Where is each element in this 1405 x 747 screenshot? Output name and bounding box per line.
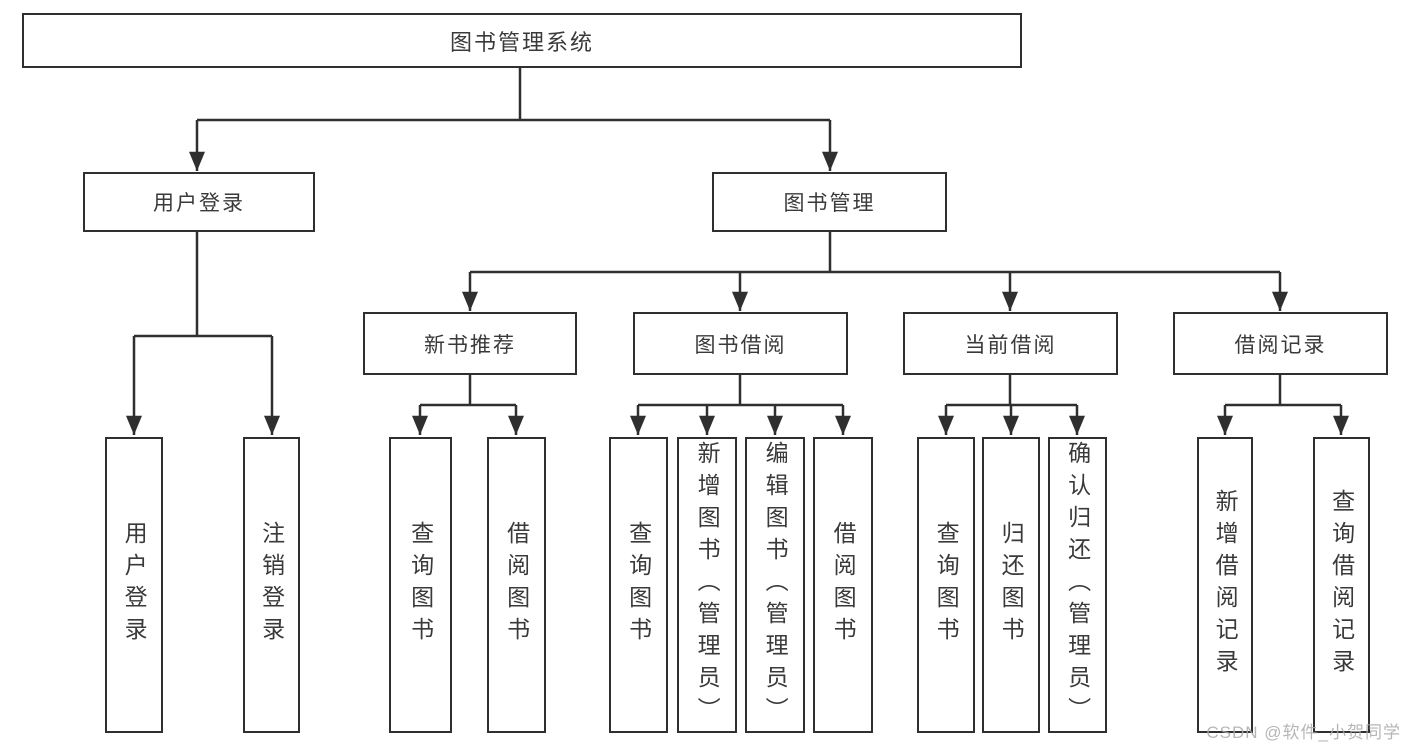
node-current-borrow: 当前借阅 [903,312,1118,375]
leaf-records-add: 新增借阅记录 [1197,437,1253,733]
leaf-borrow-query: 查询图书 [609,437,668,733]
leaf-newbooks-query-label: 查询图书 [407,521,434,649]
leaf-current-query: 查询图书 [917,437,975,733]
leaf-current-return-label: 归还图书 [998,521,1025,649]
leaf-logout-label: 注销登录 [258,521,285,649]
leaf-borrow-edit-book-label: 编辑图书（管理员） [762,441,789,729]
leaf-current-confirm-return-label: 确认归还（管理员） [1064,441,1091,729]
connector-skeleton [134,68,1341,407]
leaf-current-return: 归还图书 [982,437,1040,733]
leaf-user-login: 用户登录 [105,437,163,733]
node-book-mgmt: 图书管理 [712,172,947,232]
connector-arrows [125,120,1350,435]
node-user-login-label: 用户登录 [153,192,245,215]
csdn-watermark: CSDN @软件_小贺同学 [1206,723,1401,742]
node-root: 图书管理系统 [22,13,1022,68]
node-new-books: 新书推荐 [363,312,577,375]
leaf-borrow-query-label: 查询图书 [625,521,652,649]
leaf-newbooks-borrow: 借阅图书 [487,437,546,733]
leaf-current-query-label: 查询图书 [933,521,960,649]
leaf-current-confirm-return: 确认归还（管理员） [1048,437,1107,733]
leaf-logout: 注销登录 [243,437,300,733]
leaf-newbooks-borrow-label: 借阅图书 [503,521,530,649]
node-new-books-label: 新书推荐 [424,333,516,357]
leaf-records-query-label: 查询借阅记录 [1328,489,1355,681]
node-book-borrow: 图书借阅 [633,312,848,375]
leaf-borrow-add-book: 新增图书（管理员） [677,437,737,733]
leaf-borrow-borrow-book: 借阅图书 [813,437,873,733]
node-book-mgmt-label: 图书管理 [783,192,876,215]
leaf-borrow-add-book-label: 新增图书（管理员） [694,441,721,729]
node-borrow-records-label: 借阅记录 [1234,333,1327,357]
node-current-borrow-label: 当前借阅 [964,333,1057,357]
leaf-borrow-edit-book: 编辑图书（管理员） [745,437,805,733]
leaf-newbooks-query: 查询图书 [389,437,452,733]
leaf-user-login-label: 用户登录 [121,521,148,649]
leaf-records-query: 查询借阅记录 [1313,437,1370,733]
node-user-login: 用户登录 [83,172,315,232]
leaf-records-add-label: 新增借阅记录 [1212,489,1239,681]
leaf-borrow-borrow-book-label: 借阅图书 [830,521,857,649]
node-book-borrow-label: 图书借阅 [694,333,787,357]
node-root-label: 图书管理系统 [449,29,594,55]
node-borrow-records: 借阅记录 [1173,312,1388,375]
